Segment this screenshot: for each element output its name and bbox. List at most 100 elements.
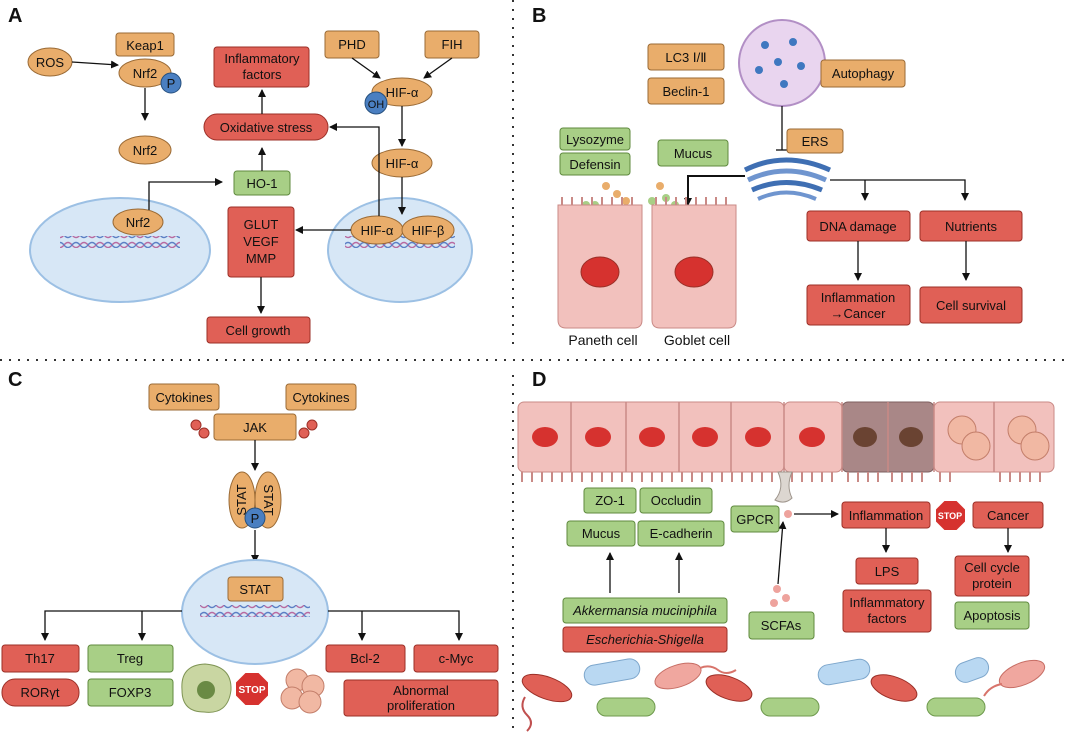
svg-text:GPCR: GPCR	[736, 512, 774, 527]
svg-text:Cancer: Cancer	[987, 508, 1030, 523]
panel-c: Cytokines Cytokines JAK STAT STAT P STAT…	[1, 383, 499, 717]
node-autophagy	[820, 59, 906, 88]
node-hif-beta-nucleus	[401, 215, 455, 245]
label-paneth-cell: Paneth cell	[568, 332, 637, 348]
svg-text:Lysozyme: Lysozyme	[566, 132, 624, 147]
node-cmyc	[413, 644, 499, 673]
stop-sign-d: STOP	[934, 499, 967, 532]
panel-d: ZO-1 Occludin Mucus E-cadherin Akkermans…	[517, 401, 1055, 732]
node-mucus-b	[657, 139, 729, 167]
svg-text:proliferation: proliferation	[387, 698, 455, 713]
svg-text:FOXP3: FOXP3	[109, 685, 152, 700]
svg-text:HIF-α: HIF-α	[386, 156, 419, 171]
node-e-cadherin	[637, 520, 725, 547]
node-zo1	[583, 487, 637, 514]
svg-text:Nrf2: Nrf2	[133, 143, 158, 158]
svg-text:Inflammation: Inflammation	[821, 290, 895, 305]
node-cytokines-left	[148, 383, 220, 411]
svg-text:→Cancer: →Cancer	[831, 306, 887, 321]
bacteria-group	[521, 657, 1046, 732]
node-stat-nucleus	[227, 576, 284, 602]
autophagosome	[738, 19, 826, 107]
svg-text:PHD: PHD	[338, 37, 365, 52]
node-foxp3	[87, 678, 174, 707]
node-roryt	[1, 678, 80, 707]
svg-text:Inflammation: Inflammation	[849, 508, 923, 523]
svg-text:HO-1: HO-1	[246, 176, 277, 191]
svg-text:DNA damage: DNA damage	[819, 219, 896, 234]
svg-text:HIF-α: HIF-α	[386, 85, 419, 100]
node-gpcr	[730, 505, 780, 533]
node-defensin	[559, 152, 631, 176]
svg-text:ERS: ERS	[802, 134, 829, 149]
node-mucus-d	[566, 520, 636, 547]
node-keap1	[115, 32, 175, 57]
svg-text:Autophagy: Autophagy	[832, 66, 895, 81]
svg-text:Nrf2: Nrf2	[133, 66, 158, 81]
svg-text:Mucus: Mucus	[582, 526, 621, 541]
node-oxidative-stress	[203, 113, 329, 141]
svg-text:Nutrients: Nutrients	[945, 219, 998, 234]
svg-text:Akkermansia muciniphila: Akkermansia muciniphila	[572, 603, 717, 618]
node-inflammatory-factors-d	[842, 589, 932, 633]
svg-text:factors: factors	[867, 611, 907, 626]
svg-text:Beclin-1: Beclin-1	[663, 84, 710, 99]
svg-text:LC3 Ⅰ/Ⅱ: LC3 Ⅰ/Ⅱ	[665, 50, 706, 65]
svg-text:Cytokines: Cytokines	[292, 390, 350, 405]
svg-text:FIH: FIH	[442, 37, 463, 52]
epithelium-row	[517, 401, 1055, 503]
svg-text:Oxidative stress: Oxidative stress	[220, 120, 313, 135]
svg-text:Inflammatory: Inflammatory	[224, 51, 300, 66]
svg-text:Cell cycle: Cell cycle	[964, 560, 1020, 575]
node-scfas	[748, 611, 815, 640]
node-inflammation-cancer-b	[806, 284, 911, 326]
panel-label-c: C	[8, 369, 22, 391]
node-occludin	[639, 487, 713, 514]
node-nrf2-mid	[118, 135, 172, 165]
node-cytokines-right	[285, 383, 357, 411]
svg-text:JAK: JAK	[243, 420, 267, 435]
node-nrf2-nucleus	[112, 208, 164, 236]
svg-text:Cell survival: Cell survival	[936, 298, 1006, 313]
svg-text:LPS: LPS	[875, 564, 900, 579]
svg-text:STOP: STOP	[238, 685, 265, 696]
svg-text:c-Myc: c-Myc	[439, 651, 474, 666]
svg-text:Bcl-2: Bcl-2	[350, 651, 380, 666]
node-abnormal-proliferation	[343, 679, 499, 717]
stop-sign-c: STOP	[234, 671, 270, 707]
svg-text:OH: OH	[368, 99, 385, 111]
svg-text:GLUT: GLUT	[244, 217, 279, 232]
endoplasmic-reticulum	[743, 157, 832, 201]
node-beclin1	[647, 77, 725, 105]
svg-text:Cell growth: Cell growth	[225, 323, 290, 338]
nucleus-right	[327, 197, 473, 303]
svg-text:STOP: STOP	[938, 511, 962, 521]
node-nutrients	[919, 210, 1023, 242]
apoptotic-cell-icon	[181, 663, 232, 713]
svg-text:MMP: MMP	[246, 251, 276, 266]
node-escherichia-shigella	[562, 626, 728, 653]
hydroxyl-circle	[364, 91, 388, 115]
svg-text:Escherichia-Shigella: Escherichia-Shigella	[586, 632, 704, 647]
nucleus-left	[29, 197, 211, 303]
svg-text:Defensin: Defensin	[569, 157, 620, 172]
svg-text:P: P	[251, 511, 260, 526]
goblet-cell	[651, 197, 737, 329]
svg-text:ZO-1: ZO-1	[595, 493, 625, 508]
svg-text:RORγt: RORγt	[21, 685, 60, 700]
svg-text:Mucus: Mucus	[674, 146, 713, 161]
panel-a: ROS Keap1 Nrf2 P Nrf2 Nrf2 HO-1 Oxidativ…	[27, 30, 480, 344]
label-goblet-cell: Goblet cell	[664, 332, 730, 348]
svg-text:Abnormal: Abnormal	[393, 683, 449, 698]
svg-text:Inflammatory: Inflammatory	[849, 595, 925, 610]
node-akkermansia	[562, 597, 728, 624]
tumor-cluster-icon	[280, 668, 325, 714]
secreted-granules	[582, 182, 679, 209]
svg-text:factors: factors	[242, 67, 282, 82]
node-lc3	[647, 43, 725, 71]
panel-label-b: B	[532, 5, 546, 27]
svg-text:Treg: Treg	[117, 651, 143, 666]
node-th17	[1, 644, 80, 673]
svg-text:VEGF: VEGF	[243, 234, 278, 249]
